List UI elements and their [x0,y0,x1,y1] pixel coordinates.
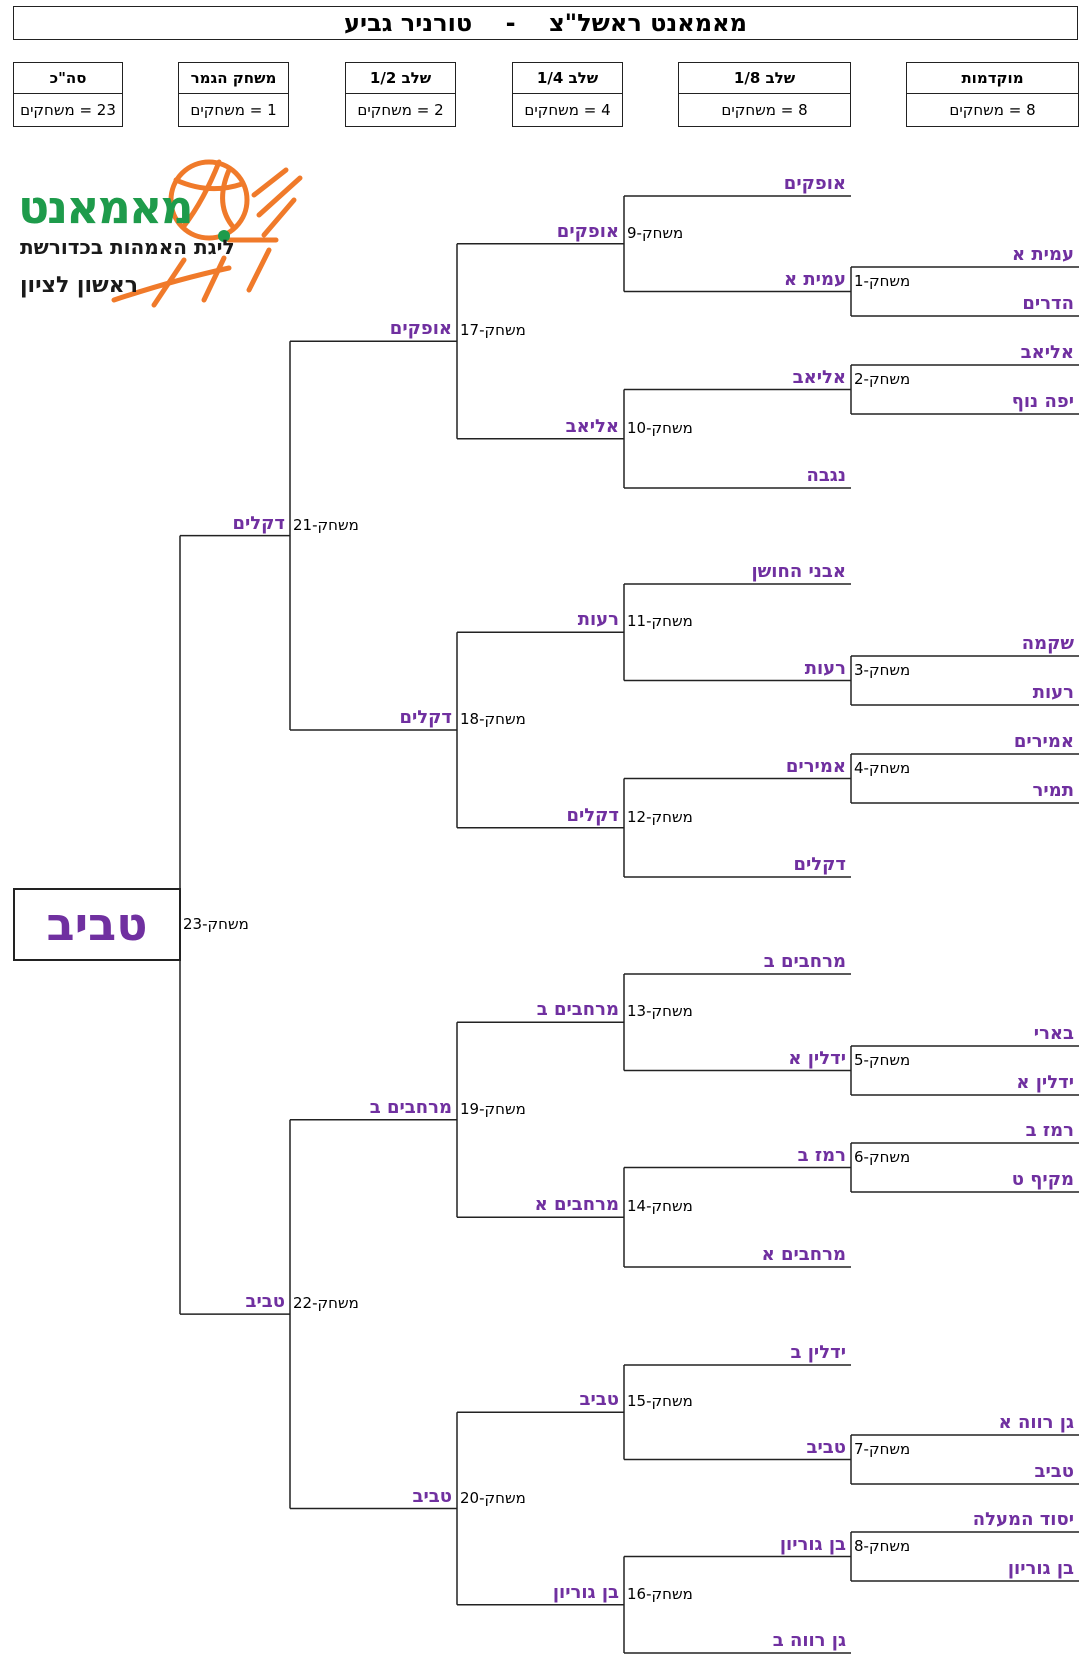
game-label: משחק-4 [854,758,911,777]
game-label: משחק-9 [627,223,684,242]
game-winner: טביב [579,1389,619,1411]
game-label: משחק-20 [460,1488,526,1507]
league-logo: מאמאנט ליגת האמהות בכדורשת ראשון לציון [14,140,304,310]
team-name: בן גוריון [1007,1558,1074,1579]
tournament-title: מאמאנט ראשל"צ - טורניר גביע [13,6,1078,40]
game-winner: עמית א [784,268,846,290]
stage-count: 8 = משחקים [949,101,1036,119]
stage-name: מוקדמות [907,63,1078,94]
team-name: דקלים [793,854,846,875]
stage-name: שלב 1/4 [513,63,622,94]
game-winner: רעות [804,657,846,679]
stage-name: שלב 1/2 [346,63,455,94]
team-name: שקמה [1021,633,1074,654]
game-winner: טביב [806,1436,846,1458]
team-name: אליאב [1020,342,1074,363]
champion-box: טביב [13,887,181,961]
team-name: גן רווה א [998,1412,1074,1433]
game-label: משחק-15 [627,1392,693,1411]
game-winner: בן גוריון [552,1581,619,1603]
game-label: משחק-1 [854,271,911,290]
game-label: משחק-7 [854,1439,911,1458]
team-name: ידלין א [1016,1072,1074,1093]
game-label: משחק-11 [627,612,693,631]
game-label: משחק-5 [854,1050,911,1069]
stage-box-quarterfinal: שלב 1/4 4 = משחקים [512,62,623,127]
game-winner: טביב [412,1485,452,1507]
stage-name: שלב 1/8 [679,63,850,94]
logo-subtitle: ליגת האמהות בכדורשת [20,235,235,259]
game-label: משחק-2 [854,369,911,388]
game-label: משחק-18 [460,710,526,728]
team-name: תמיר [1032,780,1074,801]
team-name: בארי [1033,1023,1074,1044]
game-winner: אמירים [785,755,846,777]
stage-box-round-of-16: שלב 1/8 8 = משחקים [678,62,851,127]
game-winner: ידלין א [788,1047,846,1069]
game-label: משחק-13 [627,1002,693,1021]
game-winner: דקלים [399,707,452,728]
game-winner: אליאב [565,415,619,437]
stage-name: סה"כ [14,63,122,94]
team-name: מרחבים א [761,1244,846,1265]
stage-box-preliminaries: מוקדמות 8 = משחקים [906,62,1079,127]
team-name: נגבה [806,465,846,486]
team-name: מקיף ט [1011,1169,1074,1190]
volleyball-logo-graphic [111,159,303,308]
game-label: משחק-12 [627,807,693,826]
game-label: משחק-19 [460,1099,526,1118]
champion-name: טביב [46,897,148,952]
team-name: יפה נוף [1011,391,1074,412]
team-name: יסוד המעלה [972,1509,1074,1530]
stage-box-final: משחק הגמר 1 = משחקים [178,62,289,127]
stage-name: משחק הגמר [179,63,288,94]
game-label: משחק-10 [627,418,693,437]
game-label: משחק-17 [460,321,526,340]
logo-city: ראשון לציון [20,273,138,298]
game-label: משחק-6 [854,1147,911,1166]
logo-wordmark: מאמאנט [18,180,194,234]
team-name: אופקים [783,173,846,194]
game-label: משחק-21 [293,515,359,534]
game-label: משחק-16 [627,1584,693,1603]
game-winner: רעות [577,609,619,631]
game-winner: אופקים [389,318,452,340]
game-winner: אופקים [556,220,619,242]
stage-count: 4 = משחקים [524,101,611,119]
game-winner: מרחבים א [534,1194,619,1216]
stage-box-semifinal: שלב 1/2 2 = משחקים [345,62,456,127]
game-winner: טביב [245,1291,285,1313]
team-name: אמירים [1013,731,1074,752]
game-label: משחק-8 [854,1536,911,1555]
team-name: טביב [1034,1461,1074,1482]
team-name: אבני החושן [751,561,846,582]
stage-box-total: סה"כ 23 = משחקים [13,62,123,127]
team-name: מרחבים ב [763,951,846,972]
game-label: משחק-14 [627,1197,693,1216]
game-label: משחק-3 [854,660,911,679]
game-winner: מרחבים ב [369,1096,452,1118]
game-winner: דקלים [566,804,619,826]
game-winner: דקלים [232,512,285,534]
team-name: רמז ב [1025,1120,1074,1141]
game-winner: מרחבים ב [536,999,619,1021]
game-label: משחק-23 [183,914,249,933]
game-winner: רמז ב [797,1144,846,1166]
game-winner: בן גוריון [779,1533,846,1555]
team-name: עמית א [1012,244,1074,265]
game-label: משחק-22 [293,1294,359,1313]
stage-count: 2 = משחקים [357,101,444,119]
game-winner: אליאב [792,366,846,388]
team-name: גן רווה ב [772,1630,846,1651]
team-name: הדרים [1022,293,1074,314]
team-name: ידלין ב [790,1342,847,1363]
team-name: רעות [1032,682,1074,703]
stage-count: 23 = משחקים [20,101,116,119]
stage-count: 1 = משחקים [190,101,277,119]
stage-count: 8 = משחקים [721,101,808,119]
